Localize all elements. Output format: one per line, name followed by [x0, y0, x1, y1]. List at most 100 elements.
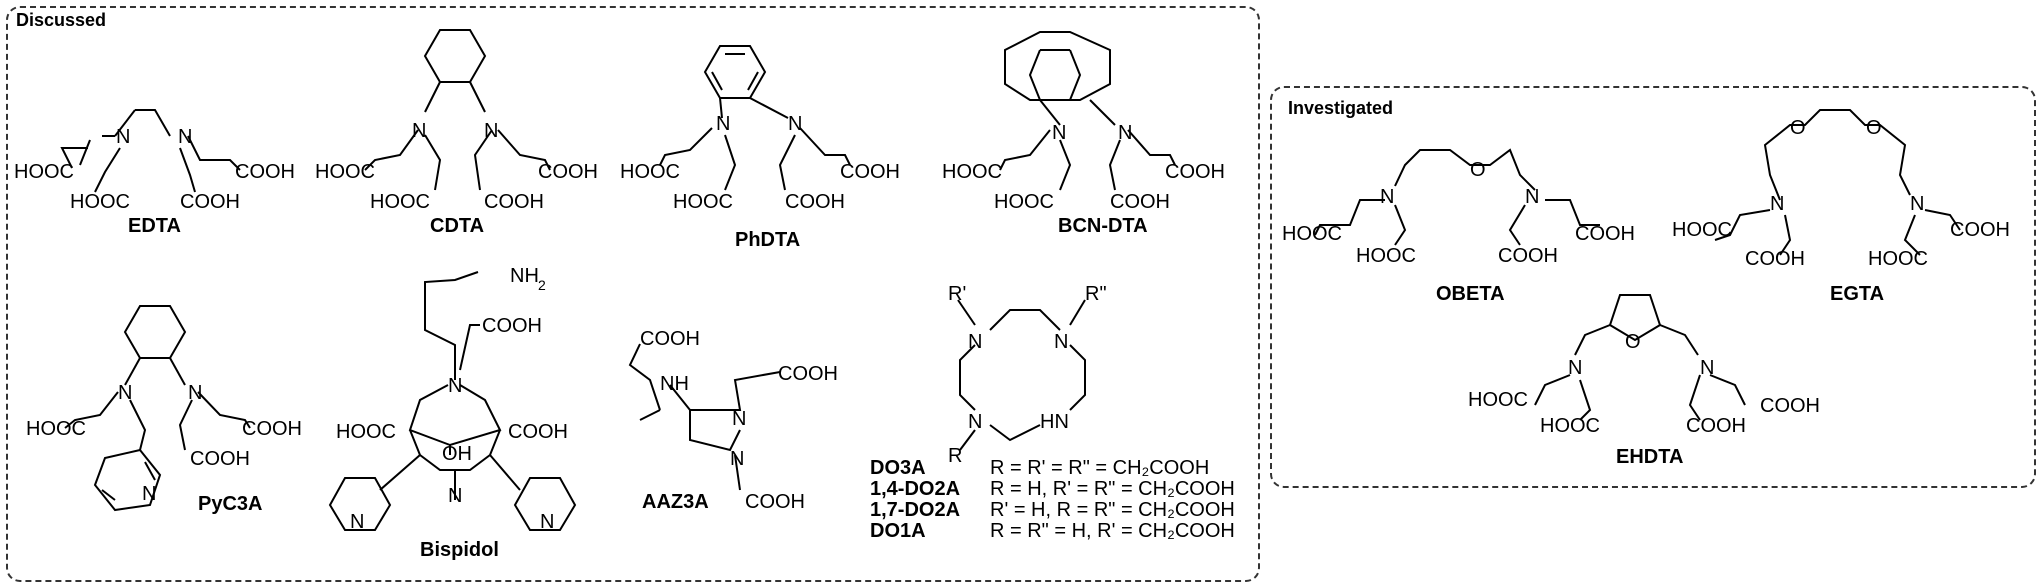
- egta-o1: O: [1790, 117, 1806, 139]
- edta-n2: N: [178, 126, 192, 148]
- cyclen-n2: N: [1054, 331, 1068, 353]
- phdta-structure: N N HOOC HOOC COOH COOH PhDTA: [620, 45, 900, 251]
- edta-cooh2: COOH: [235, 161, 295, 183]
- pyc3a-n2: N: [188, 382, 202, 404]
- phdta-hooc1: HOOC: [620, 161, 680, 183]
- egta-hooc1: HOOC: [1672, 219, 1732, 241]
- legend-definition: R' = H, R = R" = CH₂COOH: [990, 499, 1235, 521]
- bcndta-n2: N: [1118, 122, 1132, 144]
- edta-hooc1: HOOC: [14, 161, 74, 183]
- egta-cooh1: COOH: [1745, 248, 1805, 270]
- bcndta-label: BCN-DTA: [1058, 215, 1148, 237]
- legend-name: DO3A: [870, 457, 926, 479]
- ehdta-cooh1: COOH: [1686, 415, 1746, 437]
- cyclen-r-double-prime: R": [1085, 283, 1107, 305]
- edta-n1: N: [116, 126, 130, 148]
- egta-n1: N: [1770, 193, 1784, 215]
- bispidol-structure: NH 2 COOH N HOOC COOH OH N N N Bispidol: [328, 265, 577, 561]
- cyclen-structure: R' R" N N N HN R: [948, 283, 1107, 467]
- bcndta-structure: N N HOOC HOOC COOH COOH BCN-DTA: [942, 31, 1225, 237]
- discussed-panel: [6, 6, 1260, 582]
- bispidol-nh-subscript: 2: [538, 277, 546, 293]
- do-derivatives-legend: DO3A R = R' = R" = CH₂COOH 1,4-DO2A R = …: [870, 458, 1235, 542]
- egta-label: EGTA: [1830, 283, 1884, 305]
- pyc3a-hooc: HOOC: [26, 418, 86, 440]
- edta-cooh1: COOH: [180, 191, 240, 213]
- bispidol-oh: OH: [442, 443, 472, 465]
- bispidol-n-bottom: N: [448, 485, 462, 507]
- pyc3a-cooh2: COOH: [242, 418, 302, 440]
- investigated-panel-title: Investigated: [1288, 98, 1394, 118]
- cdta-n2: N: [484, 120, 498, 142]
- egta-o2: O: [1866, 117, 1882, 139]
- ehdta-cooh2: COOH: [1760, 395, 1820, 417]
- phdta-cooh2: COOH: [840, 161, 900, 183]
- obeta-n1: N: [1380, 186, 1394, 208]
- egta-cooh2: COOH: [1950, 219, 2010, 241]
- legend-definition: R = R" = H, R' = CH₂COOH: [990, 520, 1235, 542]
- aaz3a-n2: N: [730, 448, 744, 470]
- phdta-hooc2: HOOC: [673, 191, 733, 213]
- ehdta-structure: O N N HOOC HOOC COOH COOH EHDTA: [1468, 294, 1820, 468]
- legend-row: 1,7-DO2A R' = H, R = R" = CH₂COOH: [870, 500, 1235, 521]
- legend-row: DO3A R = R' = R" = CH₂COOH: [870, 458, 1235, 479]
- legend-name: 1,7-DO2A: [870, 499, 961, 521]
- pyc3a-label: PyC3A: [198, 493, 262, 515]
- cyclen-n1: N: [968, 331, 982, 353]
- phdta-n1: N: [716, 113, 730, 135]
- egta-structure: O O N N HOOC COOH HOOC COOH EGTA: [1672, 109, 2010, 305]
- aaz3a-cooh-right: COOH: [778, 363, 838, 385]
- edta-structure: N N HOOC HOOC COOH COOH EDTA: [14, 109, 295, 237]
- cdta-cooh1: COOH: [484, 191, 544, 213]
- edta-hooc2: HOOC: [70, 191, 130, 213]
- aaz3a-label: AAZ3A: [642, 491, 709, 513]
- bcndta-cooh1: COOH: [1110, 191, 1170, 213]
- cyclen-r-prime: R': [948, 283, 966, 305]
- cdta-structure: N N HOOC HOOC COOH COOH CDTA: [315, 29, 598, 237]
- legend-row: DO1A R = R" = H, R' = CH₂COOH: [870, 521, 1235, 542]
- cdta-hooc1: HOOC: [315, 161, 375, 183]
- egta-n2: N: [1910, 193, 1924, 215]
- bispidol-cooh-top: COOH: [482, 315, 542, 337]
- cdta-hooc2: HOOC: [370, 191, 430, 213]
- ehdta-n1: N: [1568, 357, 1582, 379]
- bcndta-hooc1: HOOC: [942, 161, 1002, 183]
- cyclen-hn: HN: [1040, 411, 1069, 433]
- obeta-structure: N O N HOOC HOOC COOH COOH OBETA: [1282, 148, 1635, 305]
- obeta-hooc1: HOOC: [1282, 223, 1342, 245]
- obeta-cooh1: COOH: [1498, 245, 1558, 267]
- bispidol-n-top: N: [448, 375, 462, 397]
- legend-name: 1,4-DO2A: [870, 478, 961, 500]
- pyc3a-cooh1: COOH: [190, 448, 250, 470]
- legend-definition: R = R' = R" = CH₂COOH: [990, 457, 1210, 479]
- legend-name: DO1A: [870, 520, 926, 542]
- bispidol-pyridine-n2: N: [540, 511, 554, 533]
- phdta-label: PhDTA: [735, 229, 800, 251]
- obeta-hooc2: HOOC: [1356, 245, 1416, 267]
- edta-label: EDTA: [128, 215, 181, 237]
- bispidol-pyridine-n1: N: [350, 511, 364, 533]
- ehdta-hooc1: HOOC: [1468, 389, 1528, 411]
- cdta-label: CDTA: [430, 215, 484, 237]
- bcndta-hooc2: HOOC: [994, 191, 1054, 213]
- bispidol-cooh-right: COOH: [508, 421, 568, 443]
- obeta-o: O: [1470, 159, 1486, 181]
- legend-row: 1,4-DO2A R = H, R' = R" = CH₂COOH: [870, 479, 1235, 500]
- cyclen-r: R: [948, 445, 962, 467]
- pyc3a-n1: N: [118, 382, 132, 404]
- cdta-n1: N: [412, 120, 426, 142]
- bcndta-cooh2: COOH: [1165, 161, 1225, 183]
- aaz3a-nh: NH: [660, 373, 689, 395]
- obeta-n2: N: [1525, 186, 1539, 208]
- phdta-n2: N: [788, 113, 802, 135]
- pyc3a-structure: N N N HOOC COOH COOH PyC3A: [26, 305, 302, 515]
- obeta-label: OBETA: [1436, 283, 1505, 305]
- bispidol-nh: NH: [510, 265, 539, 287]
- cyclen-n3: N: [968, 411, 982, 433]
- ehdta-label: EHDTA: [1616, 446, 1683, 468]
- egta-hooc2: HOOC: [1868, 248, 1928, 270]
- phdta-cooh1: COOH: [785, 191, 845, 213]
- bispidol-hooc: HOOC: [336, 421, 396, 443]
- ehdta-o: O: [1625, 331, 1641, 353]
- aaz3a-structure: COOH NH COOH N N COOH AAZ3A: [628, 328, 838, 513]
